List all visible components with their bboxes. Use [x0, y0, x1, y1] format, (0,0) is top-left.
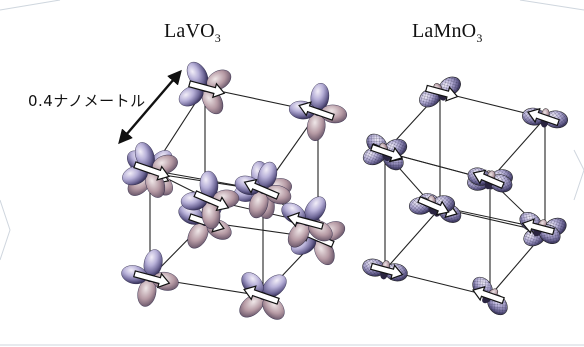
- spin-arrow-icon: [417, 195, 450, 216]
- spin-arrow-icon: [133, 270, 171, 289]
- spin-arrow-icon: [521, 218, 556, 236]
- spin-arrow-icon: [370, 143, 404, 163]
- spin-arrow-icon: [243, 178, 280, 200]
- lattice-lavo3: [121, 61, 348, 320]
- spin-arrow-icon: [188, 80, 226, 99]
- spin-arrow-icon: [472, 169, 505, 190]
- lattice-dimension-label: 0.4ナノメートル: [28, 92, 146, 110]
- spin-arrow-icon: [298, 101, 335, 121]
- spin-arrow-icon: [424, 84, 459, 102]
- formula-subscript: 3: [476, 31, 483, 45]
- spin-arrow-icon: [369, 262, 404, 280]
- spin-arrow-icon: [471, 285, 505, 305]
- formula-main: LaMnO: [412, 20, 477, 42]
- spin-arrow-icon: [193, 190, 230, 212]
- d-orbital-lobe-icon: [180, 170, 240, 230]
- panel-title-lamno3: LaMnO3: [412, 20, 483, 46]
- spin-arrow-icon: [526, 107, 560, 127]
- formula-main: LaVO: [164, 20, 215, 42]
- spin-arrow-icon: [243, 285, 280, 305]
- cube-edge: [384, 207, 441, 271]
- lattice-lamno3: [362, 76, 568, 316]
- spin-arrow-icon: [286, 211, 324, 230]
- panel-title-lavo3: LaVO3: [164, 20, 221, 46]
- d-orbital-lobe-icon: [239, 272, 287, 320]
- formula-subscript: 3: [214, 31, 221, 45]
- spin-arrow-icon: [133, 161, 170, 181]
